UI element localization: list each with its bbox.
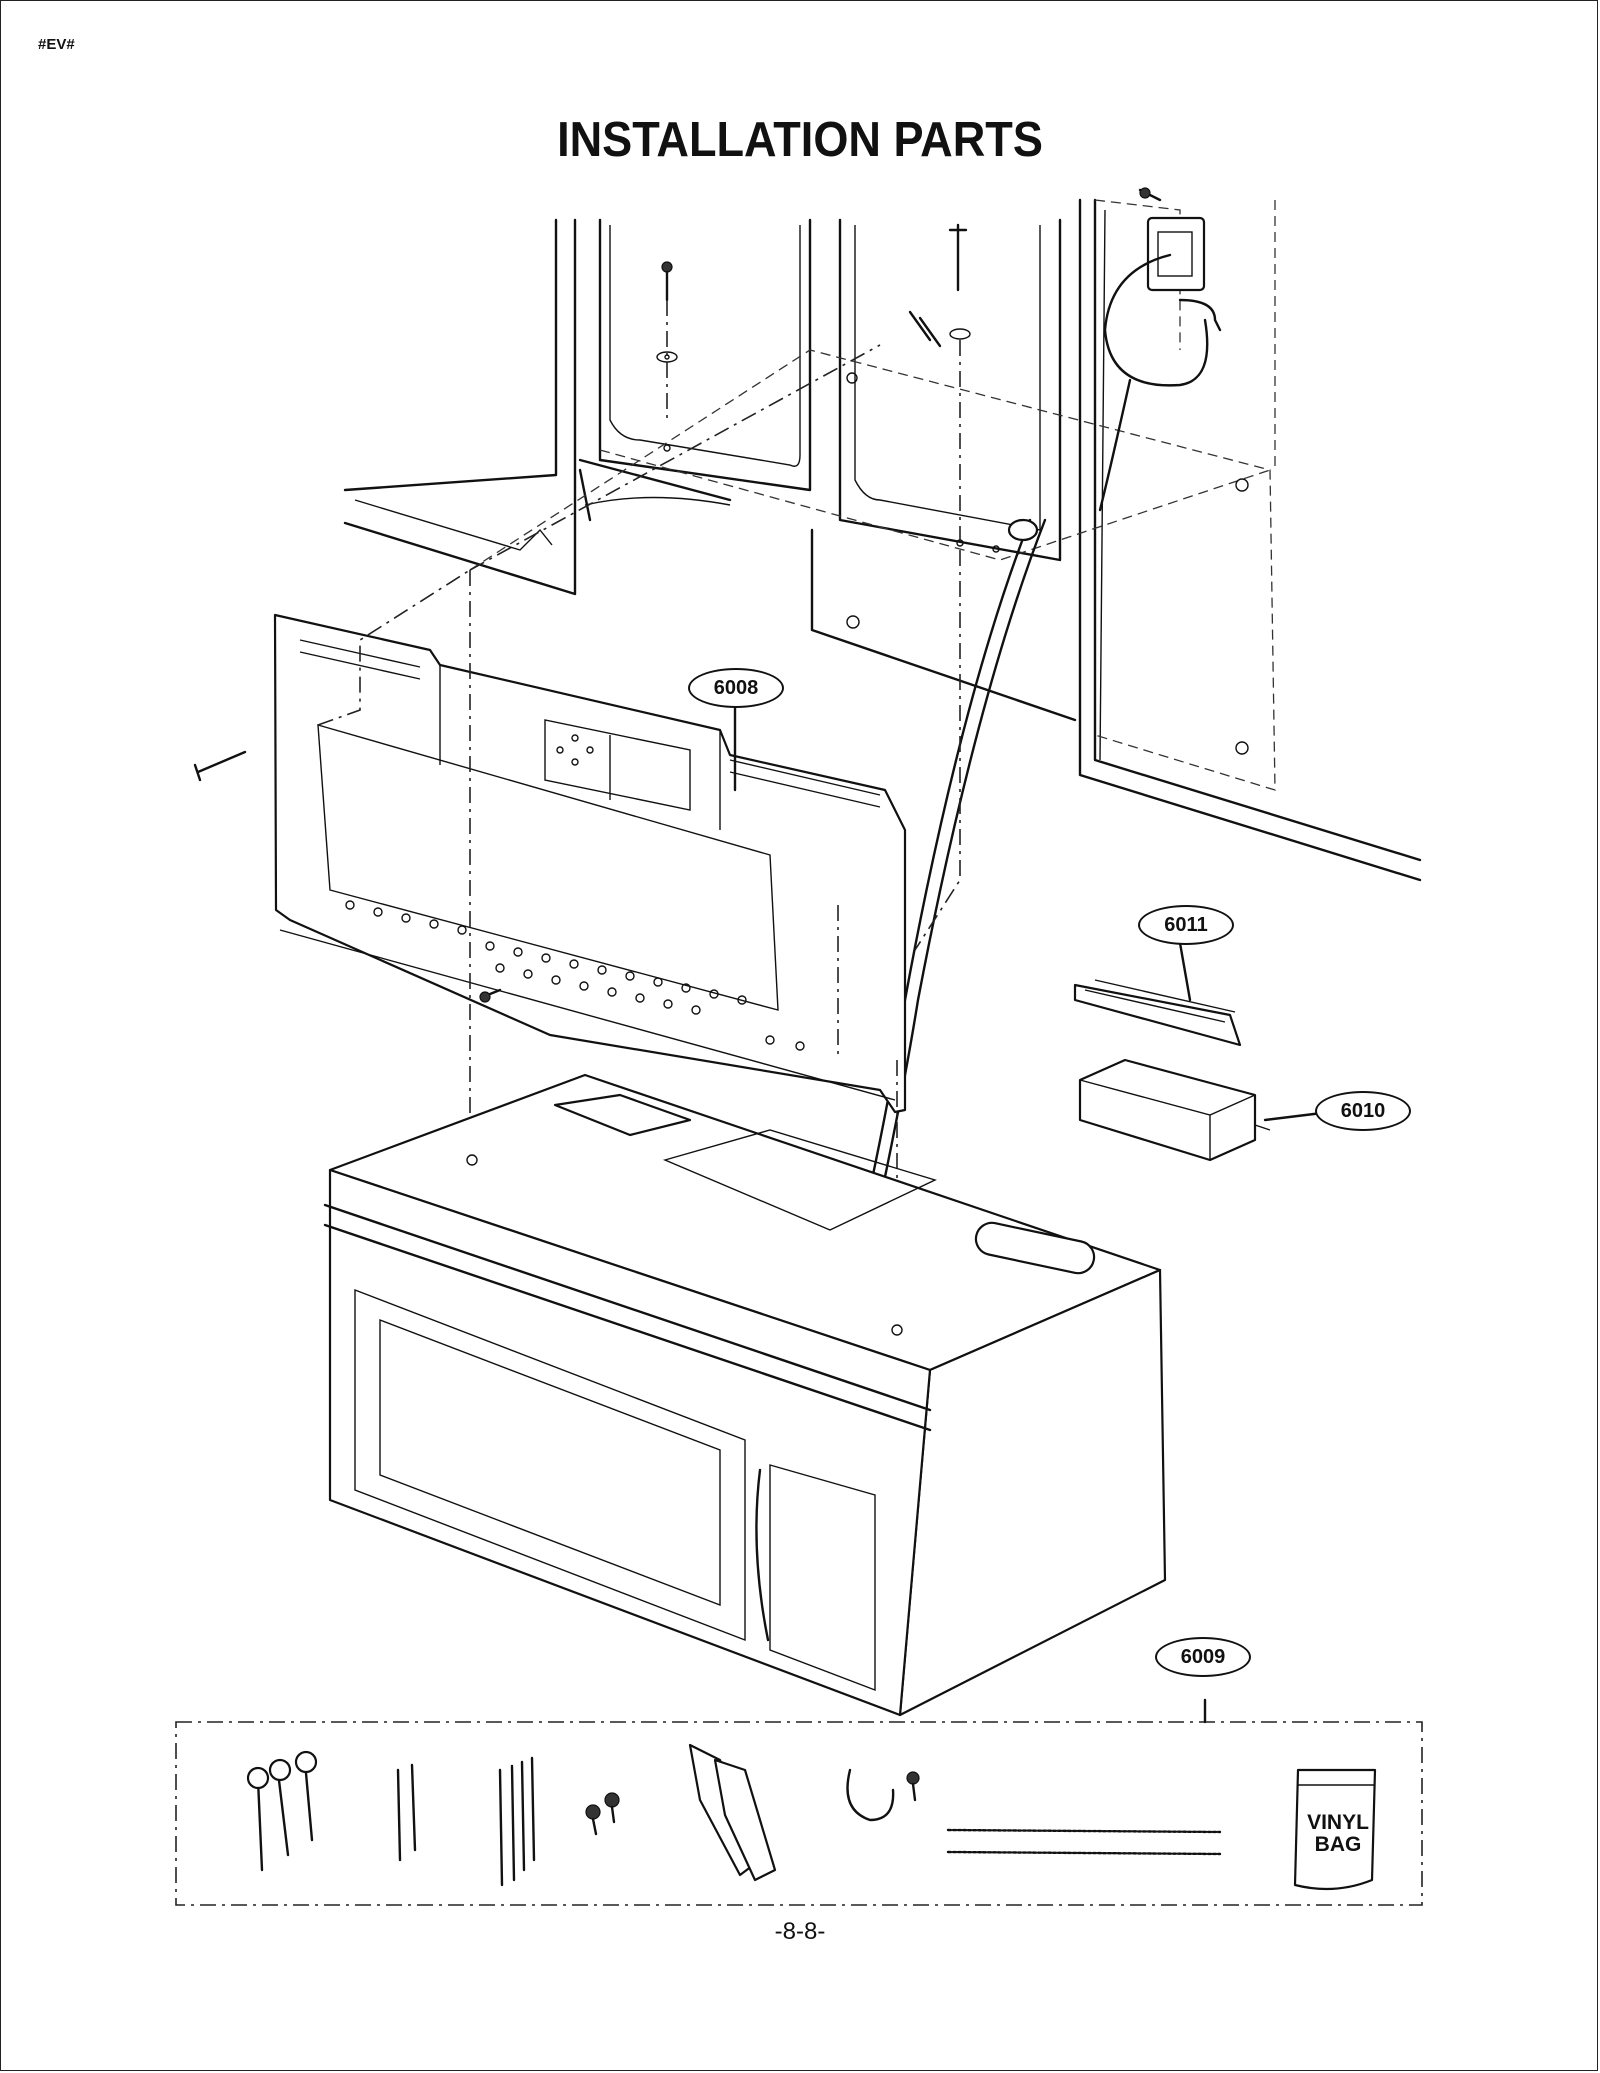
callout-6009: 6009	[1155, 1637, 1251, 1677]
page-number: -8-8-	[774, 1918, 826, 1945]
page-title: INSTALLATION PARTS	[557, 113, 1043, 167]
parts-kit-box	[175, 1698, 1423, 1906]
leader-6010	[1263, 1111, 1324, 1122]
outlet-and-power-cord	[858, 187, 1222, 1240]
top-plate-6011	[1073, 979, 1242, 1047]
mounting-plate-6008	[193, 613, 907, 1114]
damper-box-6010	[1078, 1058, 1271, 1162]
leader-6011	[1178, 941, 1192, 1002]
bag-label-line2: BAG	[1314, 1833, 1362, 1856]
bag-label-line1: VINYL	[1307, 1811, 1369, 1834]
plate-holes	[345, 734, 805, 1051]
microwave-oven	[323, 1073, 1167, 1717]
wall-cabinets	[343, 198, 1422, 882]
callout-6011: 6011	[1138, 905, 1234, 945]
callout-6010: 6010	[1315, 1091, 1411, 1131]
vinyl-bag-label: VINYL BAG	[1298, 1812, 1378, 1856]
cabinet-fasteners	[656, 223, 1000, 553]
callout-6008: 6008	[688, 668, 784, 708]
document-code: #EV#	[38, 36, 75, 53]
